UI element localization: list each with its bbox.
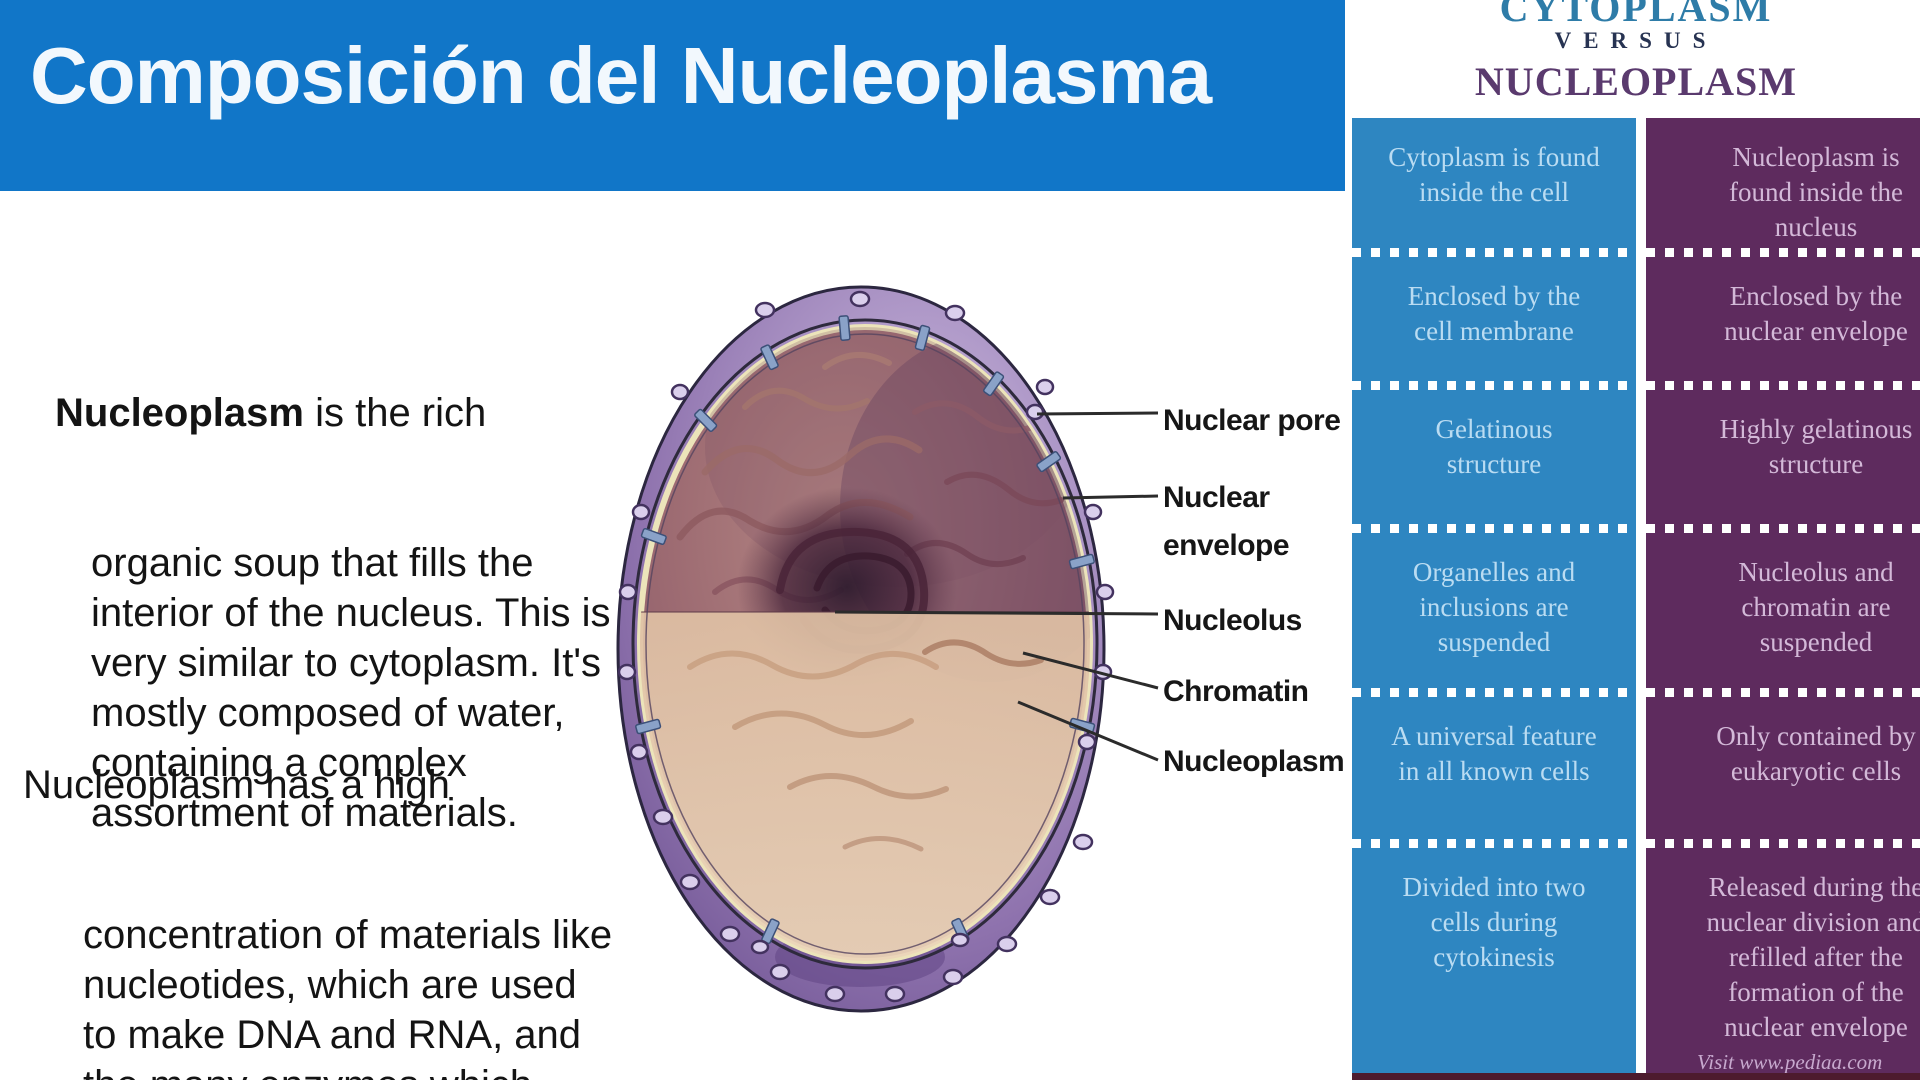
title-banner: Composición del Nucleoplasma	[0, 0, 1345, 191]
nuclear-pore-line	[1036, 411, 1159, 416]
comparison-heading: CYTOPLASM VERSUS NUCLEOPLASM	[1352, 0, 1920, 118]
comparison-heading-versus: VERSUS	[1554, 28, 1718, 53]
nucleoplasm-cell-4: Nucleolus and chromatin are suspended	[1646, 533, 1920, 697]
nucleoplasm-line	[1017, 700, 1159, 762]
slide-title: Composición del Nucleoplasma	[30, 31, 1212, 120]
footer-accent-bar	[1352, 1073, 1920, 1080]
paragraph-1-lead-rest: is the rich	[303, 391, 487, 435]
nucleoplasm-cell-6: Released during the nuclear division and…	[1706, 872, 1920, 1042]
nucleus-illustration	[616, 285, 1159, 1013]
cytoplasm-cell-4: Organelles and inclusions are suspended	[1352, 533, 1636, 697]
cytoplasm-cell-3: Gelatinous structure	[1352, 390, 1636, 533]
diagram-label-nuclear-pore: Nuclear pore	[1163, 404, 1341, 437]
intro-paragraph-1: Nucleoplasm is the rich organic soup tha…	[55, 288, 611, 938]
cytoplasm-column: Cytoplasm is found inside the cell Enclo…	[1352, 118, 1636, 1073]
label-pointer-lines	[834, 411, 1159, 762]
comparison-heading-cytoplasm: CYTOPLASM	[1499, 0, 1773, 30]
intro-paragraph-2: Nucleoplasm has a high concentration of …	[23, 660, 612, 1080]
comparison-footer-credit: Visit www.pediaa.com	[1697, 1050, 1883, 1074]
paragraph-1-body: organic soup that fills the interior of …	[91, 541, 611, 835]
nucleoplasm-cell-5: Only contained by eukaryotic cells	[1646, 697, 1920, 848]
nucleoplasm-cell-1: Nucleoplasm is found inside the nucleus	[1646, 118, 1920, 257]
nucleoplasm-bold-term: Nucleoplasm	[55, 391, 304, 435]
diagram-label-nucleoplasm: Nucleoplasm	[1163, 745, 1345, 778]
paragraph-2-lead: Nucleoplasm has a high	[23, 763, 450, 807]
diagram-label-chromatin: Chromatin	[1163, 675, 1309, 708]
chromatin-line	[1022, 651, 1159, 690]
nuclear-envelope-line	[1062, 494, 1159, 500]
paragraph-2-body: concentration of materials like nucleoti…	[83, 913, 613, 1080]
nucleolus-line	[834, 610, 1159, 616]
cytoplasm-cell-5: A universal feature in all known cells	[1352, 697, 1636, 848]
surface-pores	[617, 290, 1115, 1003]
nucleoplasm-cell-3: Highly gelatinous structure	[1646, 390, 1920, 533]
nucleoplasm-cell-2: Enclosed by the nuclear envelope	[1646, 257, 1920, 390]
paragraph-1-lead: Nucleoplasm is the rich	[55, 388, 611, 438]
cytoplasm-cell-6: Divided into two cells during cytokinesi…	[1402, 872, 1586, 972]
nucleoplasm-column: Nucleoplasm is found inside the nucleus …	[1646, 118, 1920, 1073]
diagram-label-nucleolus: Nucleolus	[1163, 604, 1302, 637]
comparison-heading-nucleoplasm: NUCLEOPLASM	[1474, 59, 1798, 104]
envelope-pore-channels	[635, 315, 1096, 945]
cytoplasm-cell-2: Enclosed by the cell membrane	[1352, 257, 1636, 390]
diagram-label-nuclear-envelope: Nuclear envelope	[1163, 481, 1290, 562]
cytoplasm-cell-1: Cytoplasm is found inside the cell	[1352, 118, 1636, 257]
